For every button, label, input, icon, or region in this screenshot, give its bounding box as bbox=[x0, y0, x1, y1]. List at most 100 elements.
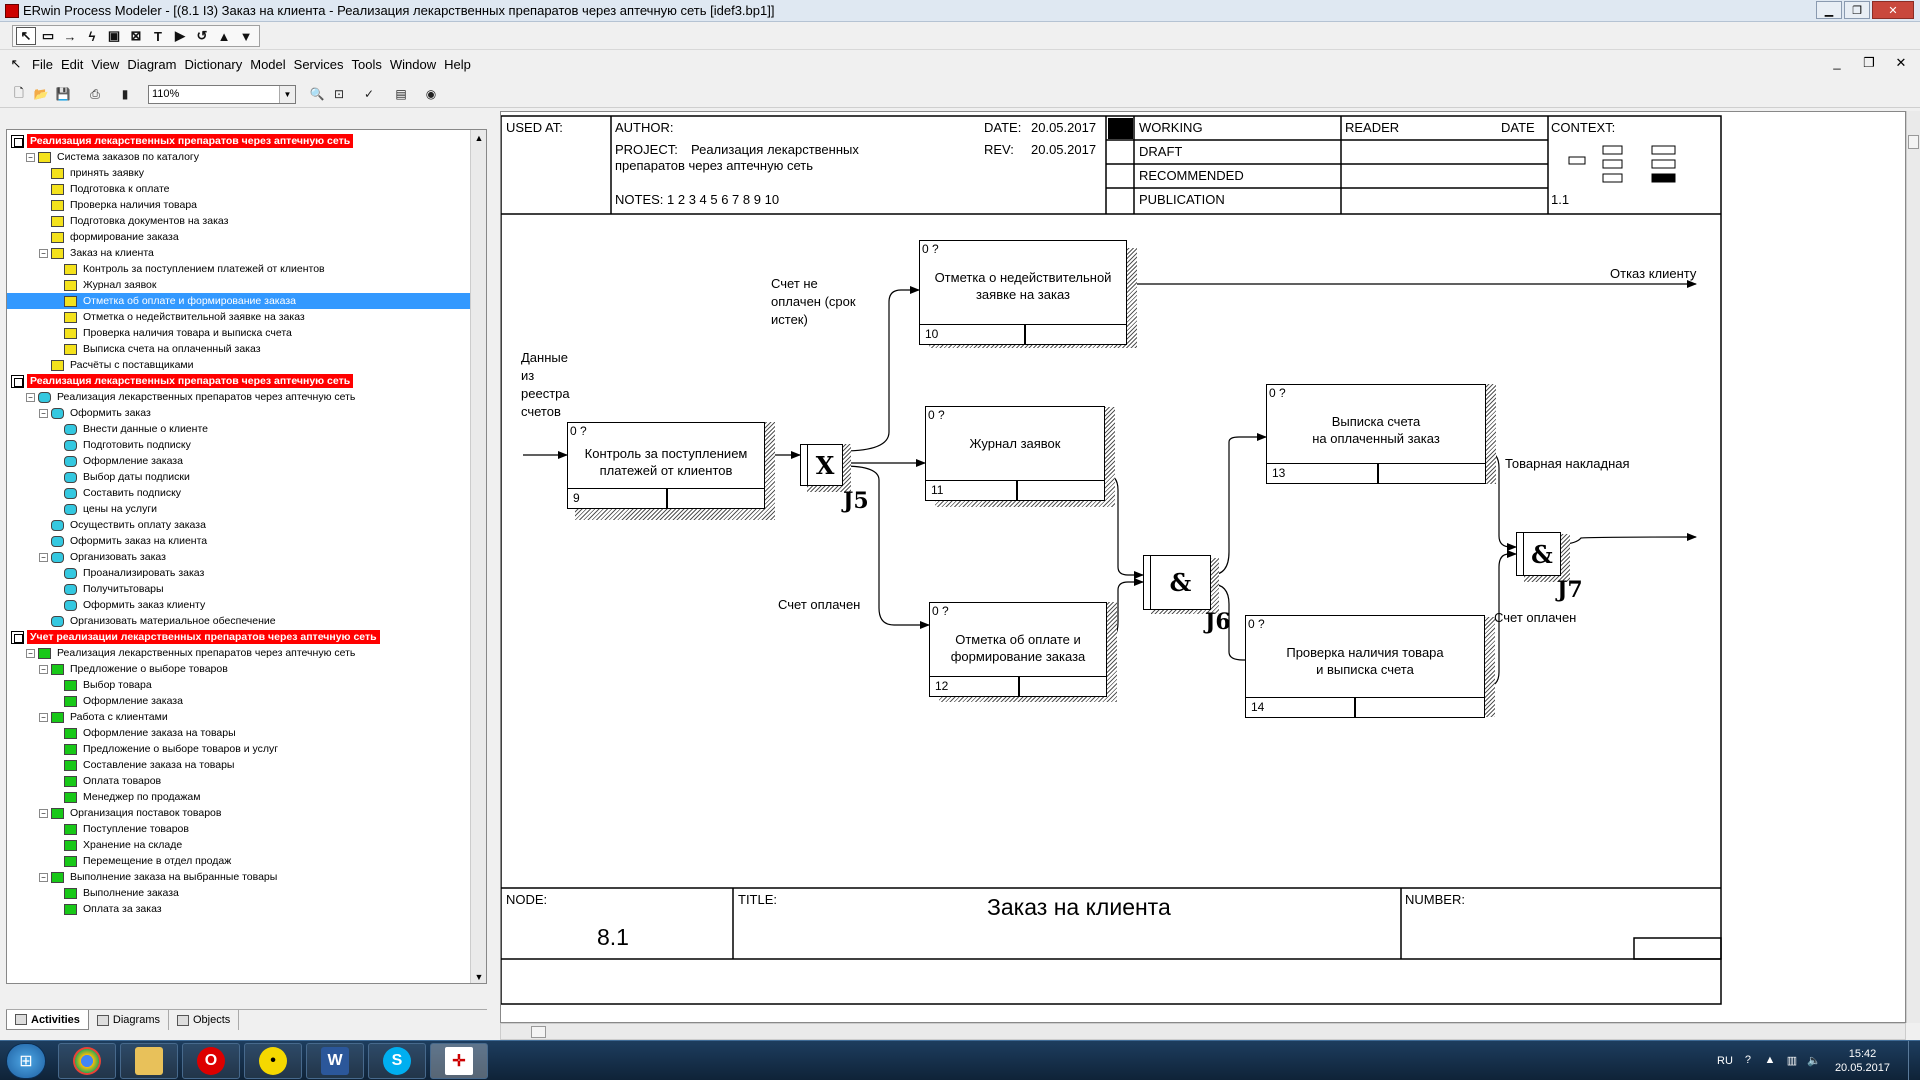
menu-window[interactable]: Window bbox=[389, 56, 437, 72]
tree-item[interactable]: принять заявку bbox=[7, 165, 147, 181]
restore-button[interactable]: ❐ bbox=[1844, 1, 1870, 19]
tree-item[interactable]: цены на услуги bbox=[7, 501, 160, 517]
canvas-vertical-scrollbar[interactable] bbox=[1906, 111, 1920, 1023]
tree-item[interactable]: Перемещение в отдел продаж bbox=[7, 853, 234, 869]
tree-item[interactable]: Получитьтовары bbox=[7, 581, 167, 597]
up-level-tool-icon[interactable]: ▲ bbox=[217, 28, 231, 44]
menu-file[interactable]: File bbox=[32, 56, 53, 72]
show-desktop-button[interactable] bbox=[1908, 1041, 1920, 1080]
tree-item[interactable]: Проанализировать заказ bbox=[7, 565, 207, 581]
collapse-icon[interactable]: − bbox=[26, 392, 35, 402]
taskbar-app[interactable]: • bbox=[244, 1043, 302, 1079]
scroll-up-icon[interactable]: ▲ bbox=[474, 133, 484, 143]
tree-item[interactable]: −Реализация лекарственных препаратов чер… bbox=[7, 389, 358, 405]
tree-item[interactable]: Подготовка к оплате bbox=[7, 181, 172, 197]
menu-tools[interactable]: Tools bbox=[351, 56, 382, 72]
tree-item[interactable]: Отметка об оплате и формирование заказа bbox=[7, 293, 470, 309]
tree-item[interactable]: Подготовить подписку bbox=[7, 437, 194, 453]
tree-item[interactable]: Составить подписку bbox=[7, 485, 184, 501]
save-icon[interactable]: 💾 bbox=[55, 87, 71, 101]
tree-model-item[interactable]: Реализация лекарственных препаратов чере… bbox=[7, 133, 354, 149]
doc-restore-icon[interactable]: ❐ bbox=[1863, 55, 1875, 70]
tree-item[interactable]: Оформление заказа bbox=[7, 693, 186, 709]
tree-item[interactable]: Выписка счета на оплаченный заказ bbox=[7, 341, 264, 357]
unpaid-arrow-label[interactable]: Счет не оплачен (срок истек) bbox=[771, 276, 856, 327]
undo-tool-icon[interactable]: ↺ bbox=[196, 28, 208, 43]
tree-item[interactable]: Выполнение заказа bbox=[7, 885, 182, 901]
squiggle-tool-icon[interactable]: ϟ bbox=[88, 28, 96, 44]
refusal-arrow-label[interactable]: Отказ клиенту bbox=[1610, 266, 1697, 281]
activity-box-12[interactable]: 0 ? Отметка об оплате и формирование зак… bbox=[929, 602, 1107, 697]
minimize-button[interactable]: ▁ bbox=[1816, 1, 1842, 19]
canvas-horizontal-scrollbar[interactable] bbox=[500, 1023, 1906, 1040]
menu-services[interactable]: Services bbox=[293, 56, 344, 72]
tree-item[interactable]: −Оформить заказ bbox=[7, 405, 154, 421]
tree-item[interactable]: Журнал заявок bbox=[7, 277, 159, 293]
tree-item[interactable]: Выбор даты подписки bbox=[7, 469, 193, 485]
referent-tool-icon[interactable]: ▣ bbox=[107, 28, 121, 43]
volume-icon[interactable]: 🔈 bbox=[1807, 1055, 1821, 1067]
activity-box-13[interactable]: 0 ? Выписка счета на оплаченный заказ 13 bbox=[1266, 384, 1486, 484]
input-arrow-label[interactable]: Данные из реестра счетов bbox=[521, 350, 570, 419]
tree-item[interactable]: Хранение на складе bbox=[7, 837, 185, 853]
collapse-icon[interactable]: − bbox=[39, 664, 48, 674]
tree-item[interactable]: Оформить заказ клиенту bbox=[7, 597, 208, 613]
tree-item[interactable]: Контроль за поступлением платежей от кли… bbox=[7, 261, 328, 277]
collapse-icon[interactable]: − bbox=[26, 152, 35, 162]
arrow-tool-icon[interactable]: → bbox=[63, 28, 77, 44]
tree-item[interactable]: −Организация поставок товаров bbox=[7, 805, 224, 821]
collapse-icon[interactable]: − bbox=[39, 872, 48, 882]
help-icon[interactable]: ? bbox=[1744, 1054, 1751, 1066]
tree-item[interactable]: Предложение о выборе товаров и услуг bbox=[7, 741, 281, 757]
menu-dictionary[interactable]: Dictionary bbox=[184, 56, 243, 72]
start-button[interactable]: ⊞ bbox=[6, 1043, 46, 1079]
activity-box-11[interactable]: 0 ? Журнал заявок 11 bbox=[925, 406, 1105, 501]
tree-item[interactable]: −Предложение о выборе товаров bbox=[7, 661, 231, 677]
tree-item[interactable]: Выбор товара bbox=[7, 677, 155, 693]
spellcheck-icon[interactable]: ✓ bbox=[363, 87, 375, 101]
tree-item[interactable]: Отметка о недействительной заявке на зак… bbox=[7, 309, 308, 325]
tree-scrollbar[interactable]: ▲ ▼ bbox=[470, 130, 486, 983]
zoom-icon[interactable]: 🔍 bbox=[309, 87, 325, 101]
tree-item[interactable]: −Реализация лекарственных препаратов чер… bbox=[7, 645, 358, 661]
tree-item[interactable]: Подготовка документов на заказ bbox=[7, 213, 231, 229]
down-level-tool-icon[interactable]: ▼ bbox=[239, 28, 253, 44]
menu-model[interactable]: Model bbox=[250, 56, 286, 72]
print-icon[interactable]: ⎙ bbox=[90, 86, 100, 101]
tree-item[interactable]: формирование заказа bbox=[7, 229, 182, 245]
color-icon[interactable]: ▮ bbox=[121, 87, 129, 101]
tree-item[interactable]: −Заказ на клиента bbox=[7, 245, 157, 261]
taskbar-word[interactable]: W bbox=[306, 1043, 364, 1079]
taskbar-skype[interactable]: S bbox=[368, 1043, 426, 1079]
network-icon[interactable]: ▥ bbox=[1786, 1055, 1798, 1067]
collapse-icon[interactable]: − bbox=[26, 648, 35, 658]
activity-box-14[interactable]: 0 ? Проверка наличия товара и выписка сч… bbox=[1245, 615, 1485, 718]
tab-objects[interactable]: Objects bbox=[169, 1010, 240, 1030]
menu-view[interactable]: View bbox=[91, 56, 120, 72]
tree-item[interactable]: Расчёты с поставщиками bbox=[7, 357, 197, 373]
report-icon[interactable]: ◉ bbox=[425, 87, 437, 101]
close-button[interactable]: ✕ bbox=[1872, 1, 1914, 19]
model-explorer-icon[interactable]: ▤ bbox=[395, 87, 407, 101]
doc-close-icon[interactable]: ✕ bbox=[1895, 55, 1907, 70]
tree-item[interactable]: Проверка наличия товара и выписка счета bbox=[7, 325, 295, 341]
new-icon[interactable]: 🗋 bbox=[14, 85, 24, 100]
doc-minimize-icon[interactable]: _ bbox=[1833, 55, 1841, 70]
clock[interactable]: 15:42 20.05.2017 bbox=[1834, 1048, 1890, 1074]
tree-item[interactable]: −Организовать заказ bbox=[7, 549, 169, 565]
tree-item[interactable]: Оформление заказа на товары bbox=[7, 725, 239, 741]
junction-j7[interactable]: & bbox=[1516, 532, 1561, 576]
collapse-icon[interactable]: − bbox=[39, 248, 48, 258]
invoice-arrow-label[interactable]: Товарная накладная bbox=[1505, 456, 1630, 471]
document-menu-icon[interactable]: ↖ bbox=[10, 56, 22, 71]
paid-arrow-label[interactable]: Счет оплачен bbox=[778, 597, 861, 612]
tree-item[interactable]: −Выполнение заказа на выбранные товары bbox=[7, 869, 280, 885]
tree-item[interactable]: Организовать материальное обеспечение bbox=[7, 613, 279, 629]
menu-help[interactable]: Help bbox=[444, 56, 471, 72]
taskbar-chrome[interactable] bbox=[58, 1043, 116, 1079]
collapse-icon[interactable]: − bbox=[39, 552, 48, 562]
uow-box-tool-icon[interactable]: ▭ bbox=[41, 28, 55, 43]
tree-item[interactable]: −Система заказов по каталогу bbox=[7, 149, 202, 165]
tree-model-item[interactable]: Реализация лекарственных препаратов чере… bbox=[7, 373, 354, 389]
tab-activities[interactable]: Activities bbox=[6, 1010, 89, 1030]
